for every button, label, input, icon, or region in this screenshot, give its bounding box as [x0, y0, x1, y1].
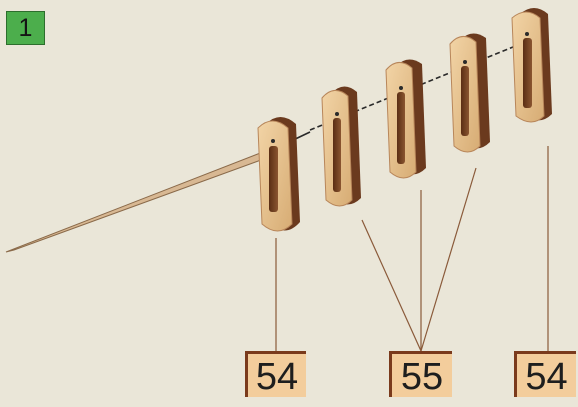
step-number-badge: 1: [6, 11, 45, 45]
wood-piece-2: [321, 86, 361, 207]
wood-piece-4: [449, 33, 490, 153]
wood-piece-5: [511, 8, 552, 123]
leader-lines: [275, 146, 549, 352]
wood-piece-1: [257, 117, 300, 232]
leader-line-middle-a: [361, 219, 422, 352]
part-label-left: 54: [245, 351, 306, 398]
wood-piece-3: [385, 59, 426, 179]
leader-line-middle-c: [420, 167, 477, 352]
part-label-middle: 55: [389, 351, 452, 398]
part-label-right: 54: [514, 351, 576, 398]
